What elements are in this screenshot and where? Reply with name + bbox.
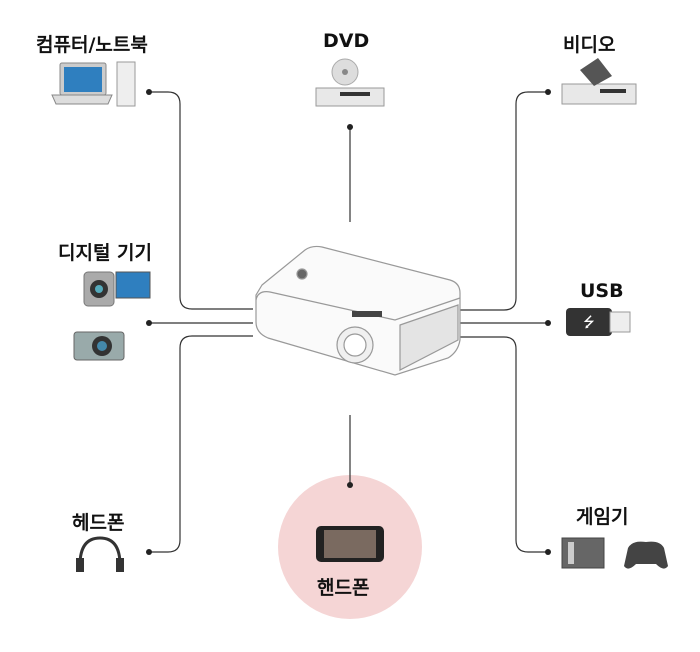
label-usb: USB xyxy=(580,280,624,302)
svg-text:⭍: ⭍ xyxy=(583,315,595,331)
camera-icon xyxy=(73,271,151,361)
line-headphone xyxy=(149,335,253,553)
vcr-icon xyxy=(561,58,637,105)
label-game: 게임기 xyxy=(576,506,629,528)
label-video: 비디오 xyxy=(563,34,616,56)
game-console-icon xyxy=(561,537,668,569)
line-computer xyxy=(149,91,253,310)
line-video xyxy=(460,91,548,311)
usb-drive-icon: ⭍ xyxy=(566,308,631,336)
laptop-desktop-icon xyxy=(51,61,136,107)
line-game xyxy=(460,336,548,553)
connection-dots xyxy=(146,89,551,555)
label-digital: 디지털 기기 xyxy=(58,242,153,264)
headphones-icon xyxy=(76,536,124,572)
label-phone: 핸드폰 xyxy=(317,577,370,599)
dvd-player-icon xyxy=(315,58,385,107)
smartphone-icon xyxy=(316,526,384,562)
label-headphone: 헤드폰 xyxy=(72,512,125,534)
projector-icon xyxy=(255,245,461,376)
connection-lines xyxy=(149,91,548,553)
label-computer: 컴퓨터/노트북 xyxy=(36,34,148,56)
label-dvd: DVD xyxy=(323,30,370,52)
